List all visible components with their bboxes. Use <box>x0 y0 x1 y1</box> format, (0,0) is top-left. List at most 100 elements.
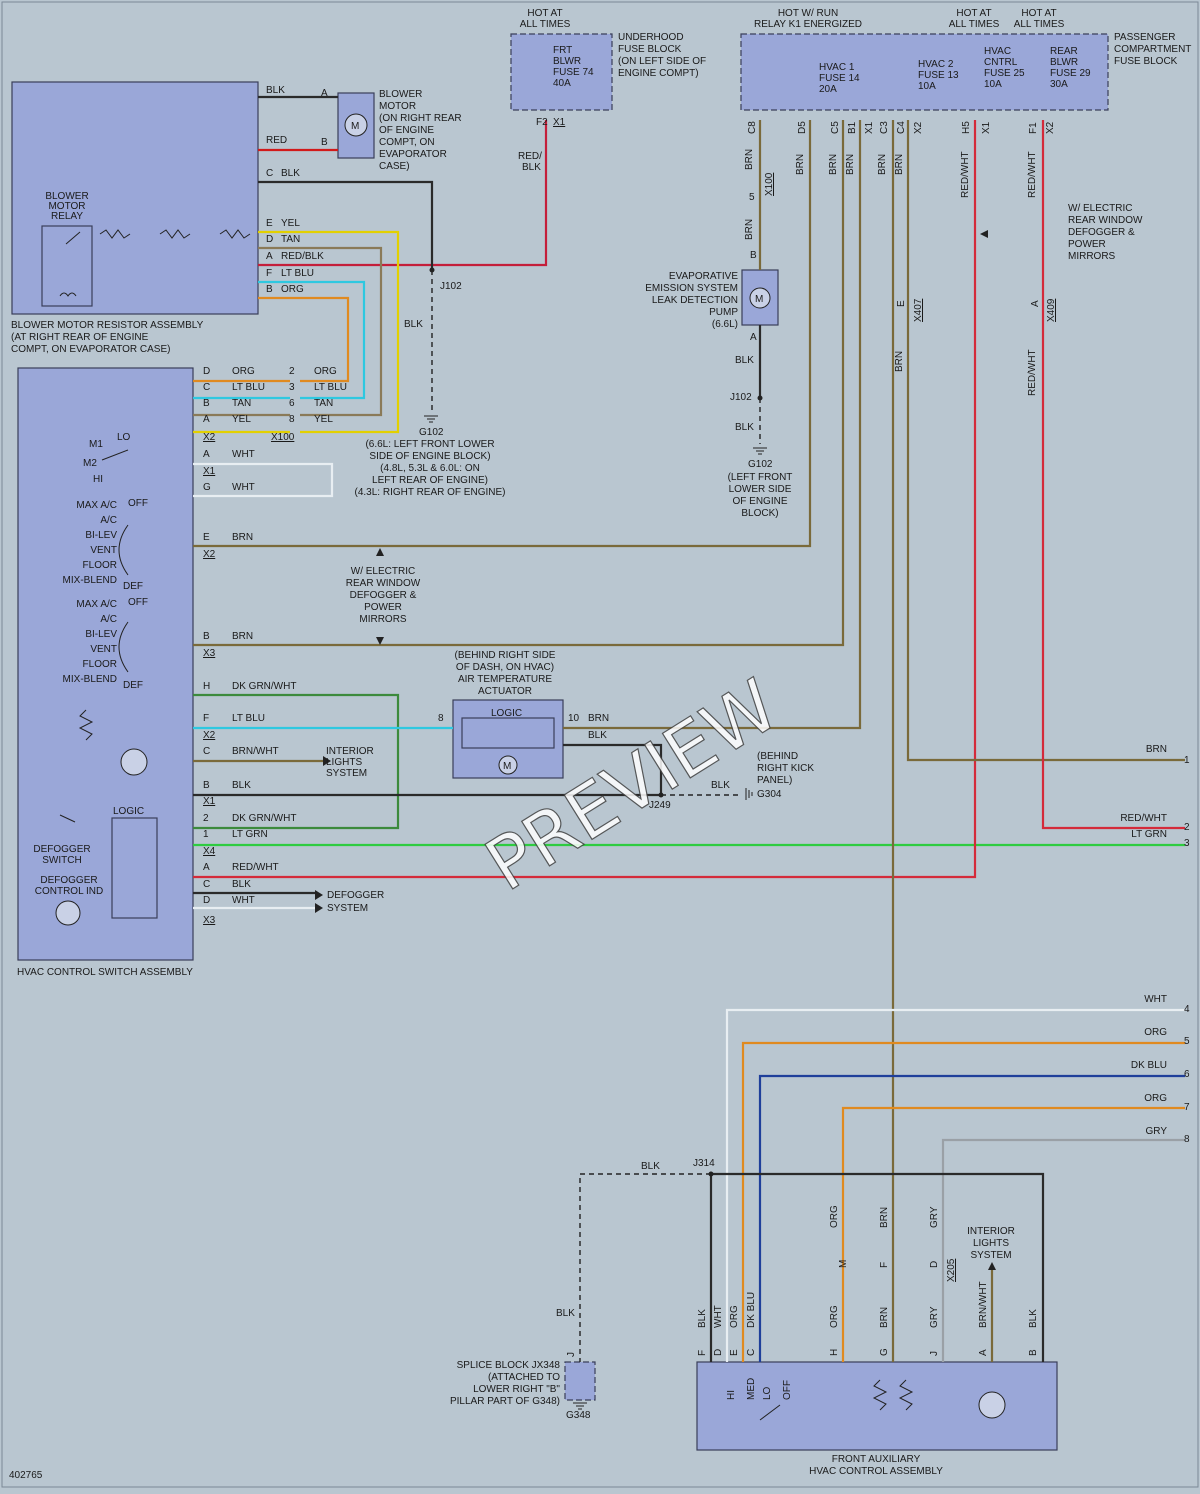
aux-interior-line-2: SYSTEM <box>970 1250 1011 1261</box>
resistor-wire-B: ORG <box>281 284 304 295</box>
aux-pin-f: F <box>879 1262 890 1268</box>
resistor-assembly-label-line-1: (AT RIGHT REAR OF ENGINE <box>11 332 149 343</box>
defogger-arrow-2-icon <box>315 903 323 913</box>
row-d-wht-pin: D <box>203 895 210 906</box>
underhood-fuse-line-0: FRT <box>553 45 572 56</box>
row-e-pin: E <box>203 532 210 543</box>
resistor-pin-B: B <box>266 284 273 295</box>
mode-b-def: DEF <box>123 680 143 691</box>
interior-lights-line-2: SYSTEM <box>326 768 367 779</box>
resistor-wire-A: RED/BLK <box>281 251 324 262</box>
aux-interior-line-0: INTERIOR <box>967 1226 1015 1237</box>
underhood-hot-line-0: HOT AT <box>527 8 562 19</box>
row-a-redwht-wire: RED/WHT <box>232 862 279 873</box>
evap-blk-2: BLK <box>735 422 754 433</box>
aux-bwire-0: BLK <box>697 1309 708 1328</box>
g102b-ground-icon <box>753 447 767 455</box>
g102-note-line-4: (4.3L: RIGHT REAR OF ENGINE) <box>355 487 506 498</box>
red-blk-label-1: RED/ <box>518 151 542 162</box>
speed-m2: M2 <box>83 458 97 469</box>
v-redwht-lower: RED/WHT <box>1027 349 1038 396</box>
row-f-wire: LT BLU <box>232 713 265 724</box>
hvac-switch-label: HVAC CONTROL SWITCH ASSEMBLY <box>17 967 193 978</box>
g102-note-line-0: (6.6L: LEFT FRONT LOWER <box>365 439 494 450</box>
aux-pin-m: M <box>838 1260 849 1268</box>
pcfb-pin-4: X1 <box>864 121 875 134</box>
wire-blk-j314-dash <box>579 1173 711 1362</box>
mode-a-line-2: BI-LEV <box>85 530 117 541</box>
g348-ground-icon <box>573 1402 587 1410</box>
underhood-pin-f2: F2 <box>536 117 548 128</box>
pcfb-pin-9: X1 <box>981 121 992 134</box>
evap-pin-5: 5 <box>749 192 755 203</box>
underhood-fuse-line-2: FUSE 74 <box>553 67 594 78</box>
aux-blk: BLK <box>641 1161 660 1172</box>
underhood-label-line-2: (ON LEFT SIDE OF <box>618 56 706 67</box>
actuator-m: M <box>503 761 511 772</box>
actuator-label-line-1: OF DASH, ON HVAC) <box>456 662 554 673</box>
defogger-switch-line-1: SWITCH <box>42 855 81 866</box>
resistor-pin-C: C <box>266 168 273 179</box>
row-a-wht-pin: A <box>203 449 210 460</box>
evap-x100: X100 <box>764 172 775 196</box>
defogger-system-line-1: SYSTEM <box>327 903 368 914</box>
pcfb-pin-1: D5 <box>797 121 808 134</box>
evap-j102: J102 <box>730 392 752 403</box>
resistor-wire-E: YEL <box>281 218 300 229</box>
aux-lamp-icon <box>978 1391 1006 1419</box>
g304-name: G304 <box>757 789 782 800</box>
mode-a-line-3: VENT <box>90 545 117 556</box>
output-num-1: 1 <box>1184 755 1190 766</box>
hvac-num-6: 6 <box>289 398 295 409</box>
v-brn-c3: BRN <box>877 154 888 175</box>
underhood-fuse-block <box>510 33 613 111</box>
output-num-8: 8 <box>1184 1134 1190 1145</box>
blower-motor-wire-a: BLK <box>266 85 285 96</box>
defogger-ind-line-1: CONTROL IND <box>35 886 104 897</box>
row-b-blk-pin: B <box>203 780 210 791</box>
mode-a-line-5: MIX-BLEND <box>63 575 117 586</box>
wire-org-out7 <box>841 1106 1185 1362</box>
j102-label: J102 <box>440 281 462 292</box>
red-blk-label-2: BLK <box>522 162 541 173</box>
output-wire-7: ORG <box>1144 1093 1167 1104</box>
aux-speed-MED: MED <box>746 1378 757 1400</box>
aux-pot-1-icon <box>872 1379 888 1411</box>
aux-splice-line-1: (ATTACHED TO <box>488 1372 560 1383</box>
mode-b-line-2: BI-LEV <box>85 629 117 640</box>
row-2-wire: DK GRN/WHT <box>232 813 296 824</box>
row-1-wire: LT GRN <box>232 829 268 840</box>
aux-bwire-8: BLK <box>1028 1309 1039 1328</box>
aux-splice-line-2: LOWER RIGHT "B" <box>473 1384 560 1395</box>
underhood-label-line-3: ENGINE COMPT) <box>618 68 699 79</box>
output-wire-5: ORG <box>1144 1027 1167 1038</box>
v-brn-lower: BRN <box>894 351 905 372</box>
hvac-pin-C: C <box>203 382 210 393</box>
pcfb-fuse-hvac-cntrl-line-3: 10A <box>984 79 1002 90</box>
resistor-wire-D: TAN <box>281 234 300 245</box>
arrow-down-icon <box>376 637 384 645</box>
wire-blk-b-actuator <box>193 743 663 797</box>
v-brn-c5: BRN <box>828 154 839 175</box>
output-num-4: 4 <box>1184 1004 1190 1015</box>
g304-j249: J249 <box>649 800 671 811</box>
evap-pump-label-line-1: EMISSION SYSTEM <box>645 283 738 294</box>
hvac-pin-D: D <box>203 366 210 377</box>
actuator-brn: BRN <box>588 713 609 724</box>
aux-bwire-3: DK BLU <box>746 1292 757 1328</box>
pcfb-hot-a-line-1: ALL TIMES <box>949 19 1000 30</box>
v-x409: X409 <box>1046 298 1057 322</box>
output-wire-2: RED/WHT <box>1120 813 1167 824</box>
lamp-icon <box>120 748 148 776</box>
wire-redwht-out2 <box>1041 120 1185 830</box>
pcfb-pin-5: C3 <box>879 121 890 134</box>
pcfb-hot-run-line-1: RELAY K1 ENERGIZED <box>754 19 862 30</box>
hvac-control-switch-box <box>17 367 194 961</box>
arrow-left-icon <box>980 230 988 238</box>
wire-dkgrn-h <box>193 693 400 830</box>
w-electric-note-mid-line-1: REAR WINDOW <box>346 578 421 589</box>
aux-bpin-B-8: B <box>1028 1349 1039 1356</box>
aux-bpin-A-7: A <box>978 1349 989 1356</box>
mode-b-line-4: FLOOR <box>83 659 117 670</box>
speed-hi: HI <box>93 474 103 485</box>
